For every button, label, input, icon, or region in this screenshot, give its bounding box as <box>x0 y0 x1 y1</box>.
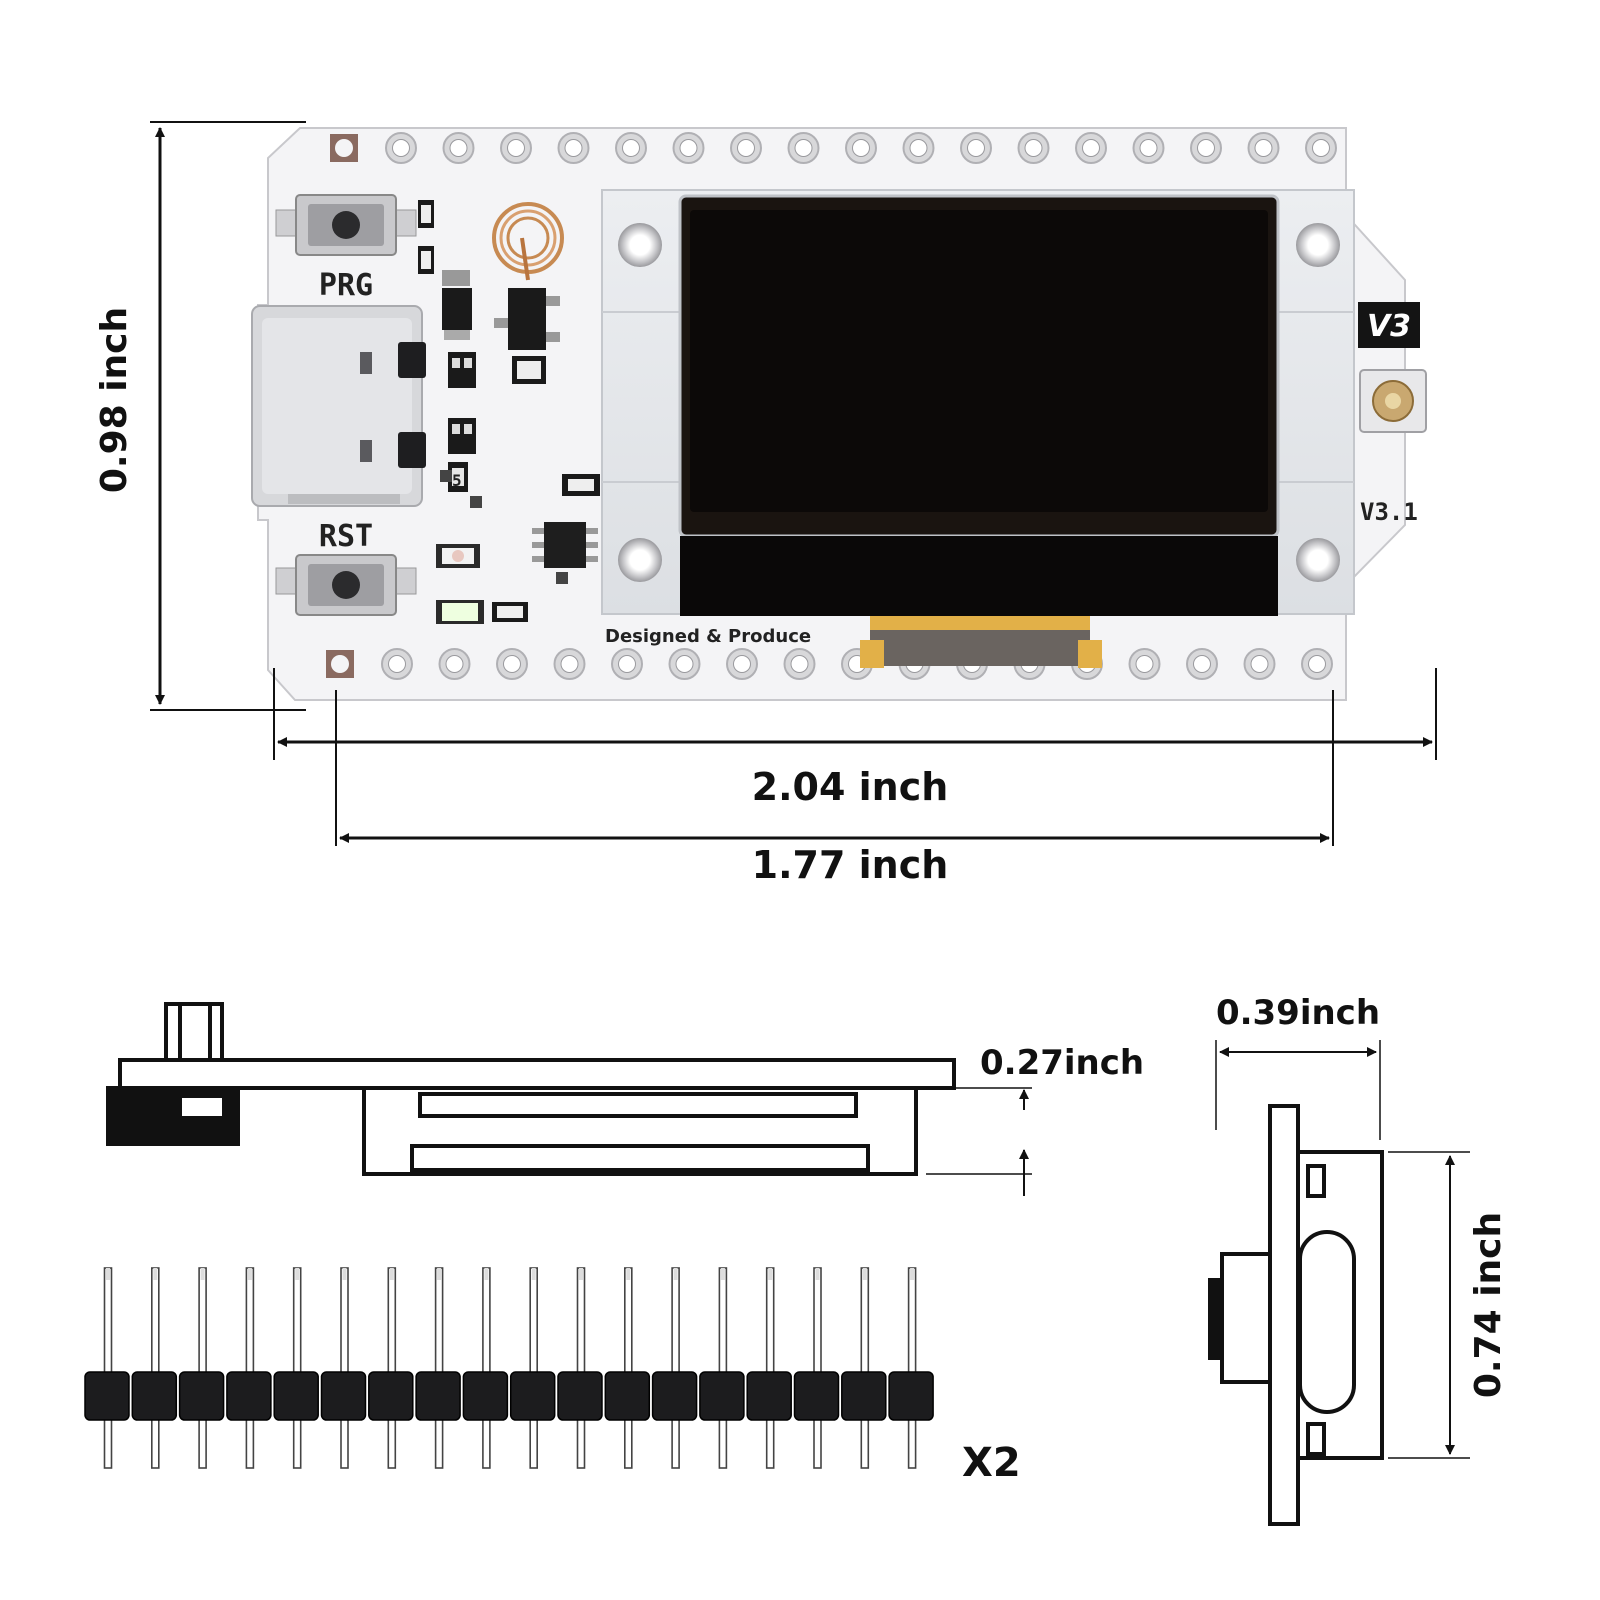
pin-hole <box>783 648 816 680</box>
ipex-antenna-connector-icon <box>1359 369 1427 433</box>
pin-hole <box>438 648 471 680</box>
pin-hole <box>496 648 528 680</box>
header-pin <box>841 1267 887 1469</box>
pin-hole <box>1132 132 1165 164</box>
rst-button <box>275 554 417 616</box>
led-icon <box>436 600 484 624</box>
pin-header-strip <box>84 1267 934 1469</box>
pin-hole <box>557 132 590 164</box>
hole-span-dimension: 1.77 inch <box>335 690 1334 887</box>
revision-label: V3.1 <box>1360 498 1418 526</box>
pin-hole <box>1128 648 1161 680</box>
pin-hole <box>1186 648 1218 680</box>
height-label: 0.98 inch <box>94 307 135 493</box>
top-pin-row <box>330 132 1337 164</box>
version-badge: V3 <box>1358 302 1420 348</box>
header-pin <box>131 1267 178 1469</box>
pin-hole <box>730 132 762 164</box>
pin-hole <box>960 132 992 164</box>
silk-5-label: 5 <box>452 471 462 490</box>
pin-hole <box>668 648 701 680</box>
header-pin <box>415 1267 461 1469</box>
usb-c-connector-icon <box>251 305 426 507</box>
header-pin <box>557 1267 603 1469</box>
header-pin <box>178 1267 225 1469</box>
designed-by-label: Designed & Produce <box>605 626 811 647</box>
total-width-label: 2.04 inch <box>752 765 949 809</box>
prg-button <box>275 194 417 256</box>
end-profile-drawing <box>1208 1104 1384 1526</box>
pin-hole <box>1075 132 1107 164</box>
end-width-dimension: 0.39inch <box>1215 993 1381 1140</box>
pin-hole <box>611 648 643 680</box>
header-pin <box>888 1267 934 1469</box>
pin-hole <box>1301 648 1333 680</box>
pin-hole <box>385 132 417 164</box>
pin-hole <box>500 132 532 164</box>
end-height-dimension: 0.74 inch <box>1388 1151 1509 1459</box>
rst-label: RST <box>319 519 373 554</box>
pin-hole <box>1190 132 1222 164</box>
total-width-dimension: 2.04 inch <box>273 668 1437 809</box>
pin-hole <box>442 132 475 164</box>
side-profile-drawing <box>106 1002 956 1176</box>
side-thickness-label: 0.27inch <box>980 1043 1144 1083</box>
pin-hole <box>845 132 877 164</box>
header-pin <box>746 1267 792 1469</box>
pin-hole <box>672 132 705 164</box>
smd-components <box>418 200 600 622</box>
pin-hole <box>615 132 647 164</box>
header-pin <box>226 1267 272 1469</box>
header-pin <box>84 1267 130 1469</box>
end-height-label: 0.74 inch <box>1468 1212 1509 1398</box>
prg-label: PRG <box>319 268 373 303</box>
header-pin <box>651 1267 698 1469</box>
header-pin <box>273 1267 319 1469</box>
header-pin <box>793 1267 840 1469</box>
pin-hole <box>1017 132 1050 164</box>
hole-span-label: 1.77 inch <box>752 843 949 887</box>
pin-hole <box>1247 132 1280 164</box>
version-badge-label: V3 <box>1367 309 1411 344</box>
pcb-board: PRG RST <box>251 127 1427 701</box>
spring-antenna-icon <box>492 202 564 281</box>
pin-hole <box>1243 648 1276 680</box>
header-pin <box>368 1267 414 1469</box>
height-dimension: 0.98 inch <box>94 121 306 711</box>
oled-screen <box>678 194 1280 668</box>
led-icon <box>436 544 480 568</box>
header-pin <box>462 1267 509 1469</box>
header-pin <box>320 1267 367 1469</box>
header-pin <box>604 1267 651 1469</box>
header-pin <box>509 1267 556 1469</box>
pin-hole <box>381 648 413 680</box>
header-quantity-label: X2 <box>962 1440 1021 1486</box>
side-thickness-dimension: 0.27inch <box>926 1043 1144 1196</box>
pin-hole <box>726 648 758 680</box>
pin-hole <box>902 132 935 164</box>
pin-hole <box>787 132 820 164</box>
pin-hole <box>1305 132 1337 164</box>
header-pin <box>699 1267 745 1469</box>
end-width-label: 0.39inch <box>1216 993 1380 1033</box>
pin-hole <box>553 648 586 680</box>
